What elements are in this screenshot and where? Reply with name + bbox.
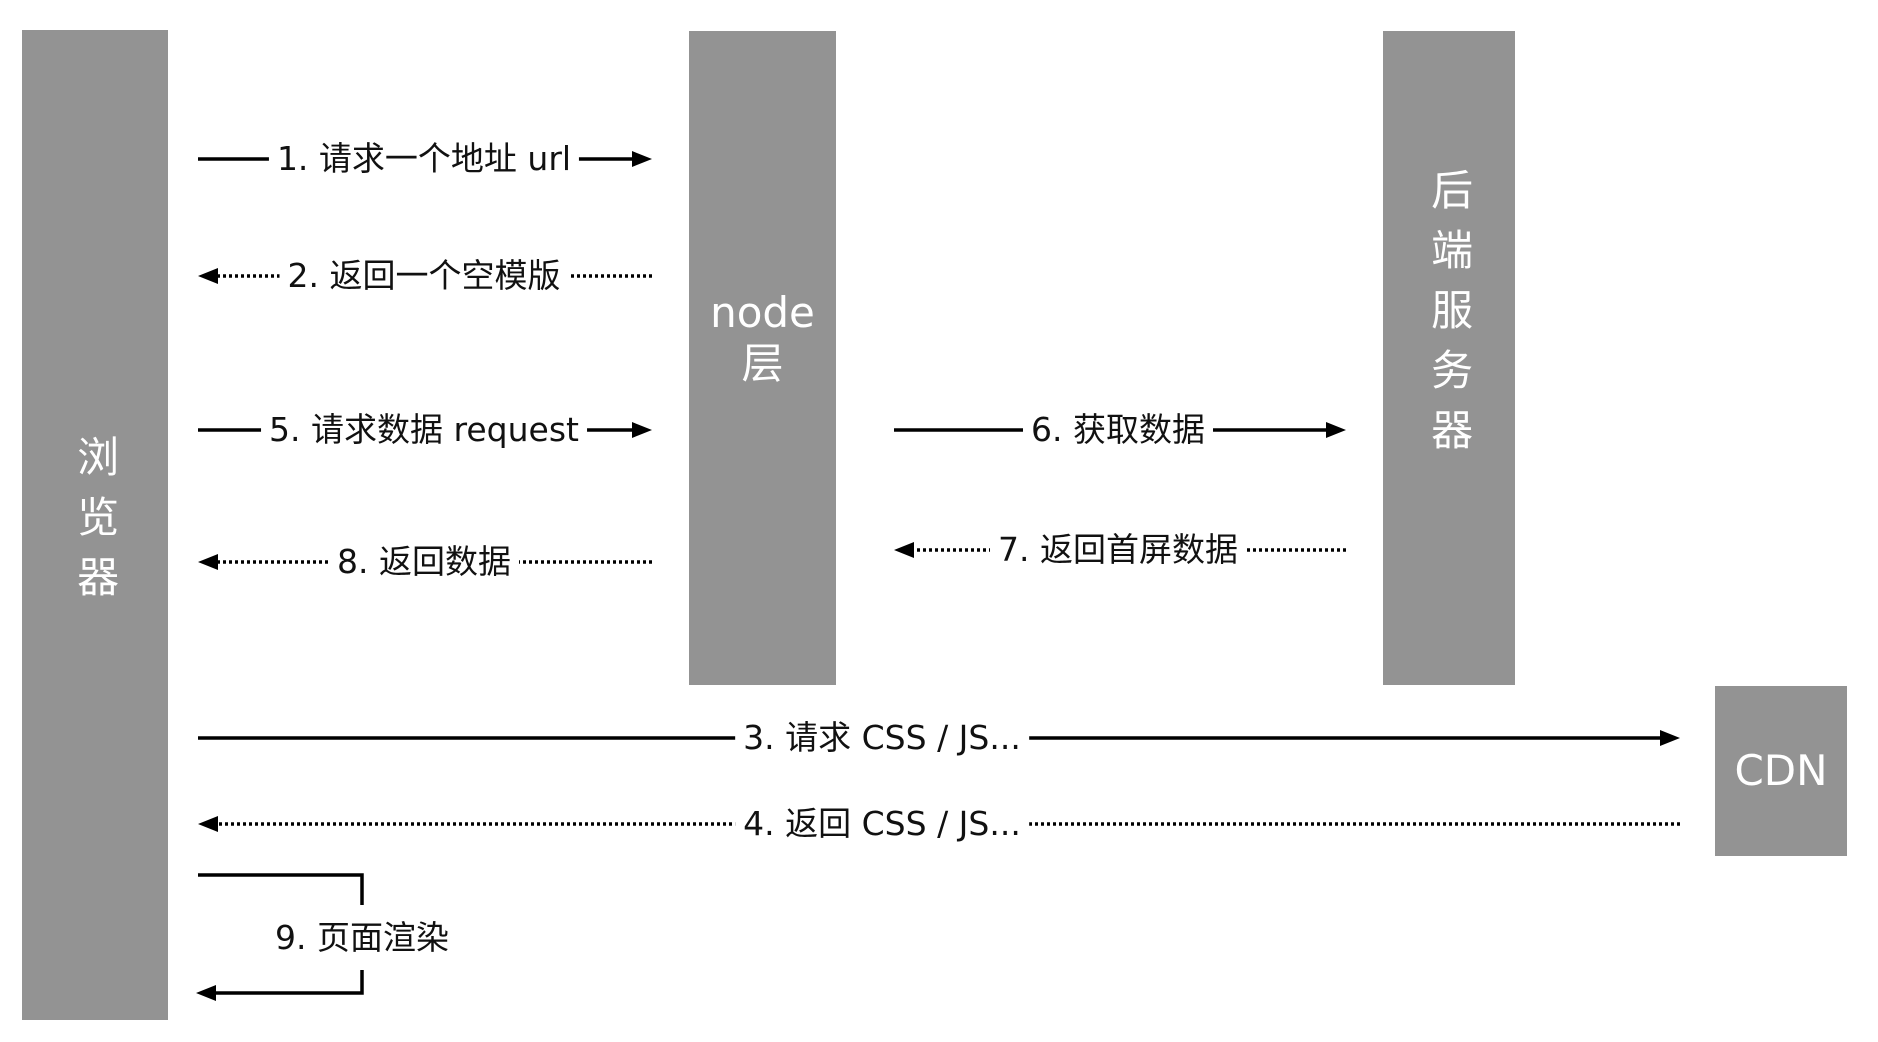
step-5-label: 5. 请求数据 request [261,410,587,450]
step-1-label: 1. 请求一个地址 url [268,139,580,179]
step-4-arrow [198,816,1680,832]
step-2-label: 2. 返回一个空模版 [279,256,569,296]
step-4-label: 4. 返回 CSS / JS... [735,804,1029,844]
step-7-label: 7. 返回首屏数据 [990,530,1246,570]
browser-label: 浏览器 [70,435,120,615]
cdn-label: CDN [1734,746,1828,796]
node-layer-label: node 层 [710,287,815,388]
backend-server-label: 后端服务器 [1424,168,1474,468]
step-9-label: 9. 页面渲染 [267,918,457,958]
step-3-label: 3. 请求 CSS / JS... [735,718,1029,758]
backend-server-lane: 后端服务器 [1383,31,1515,685]
step-6-label: 6. 获取数据 [1023,410,1213,450]
step-8-label: 8. 返回数据 [329,542,519,582]
browser-lane: 浏览器 [22,30,168,1020]
step-9-loop-arrow [196,873,364,1001]
node-layer-lane: node 层 [689,31,836,685]
cdn-lane: CDN [1715,686,1847,856]
